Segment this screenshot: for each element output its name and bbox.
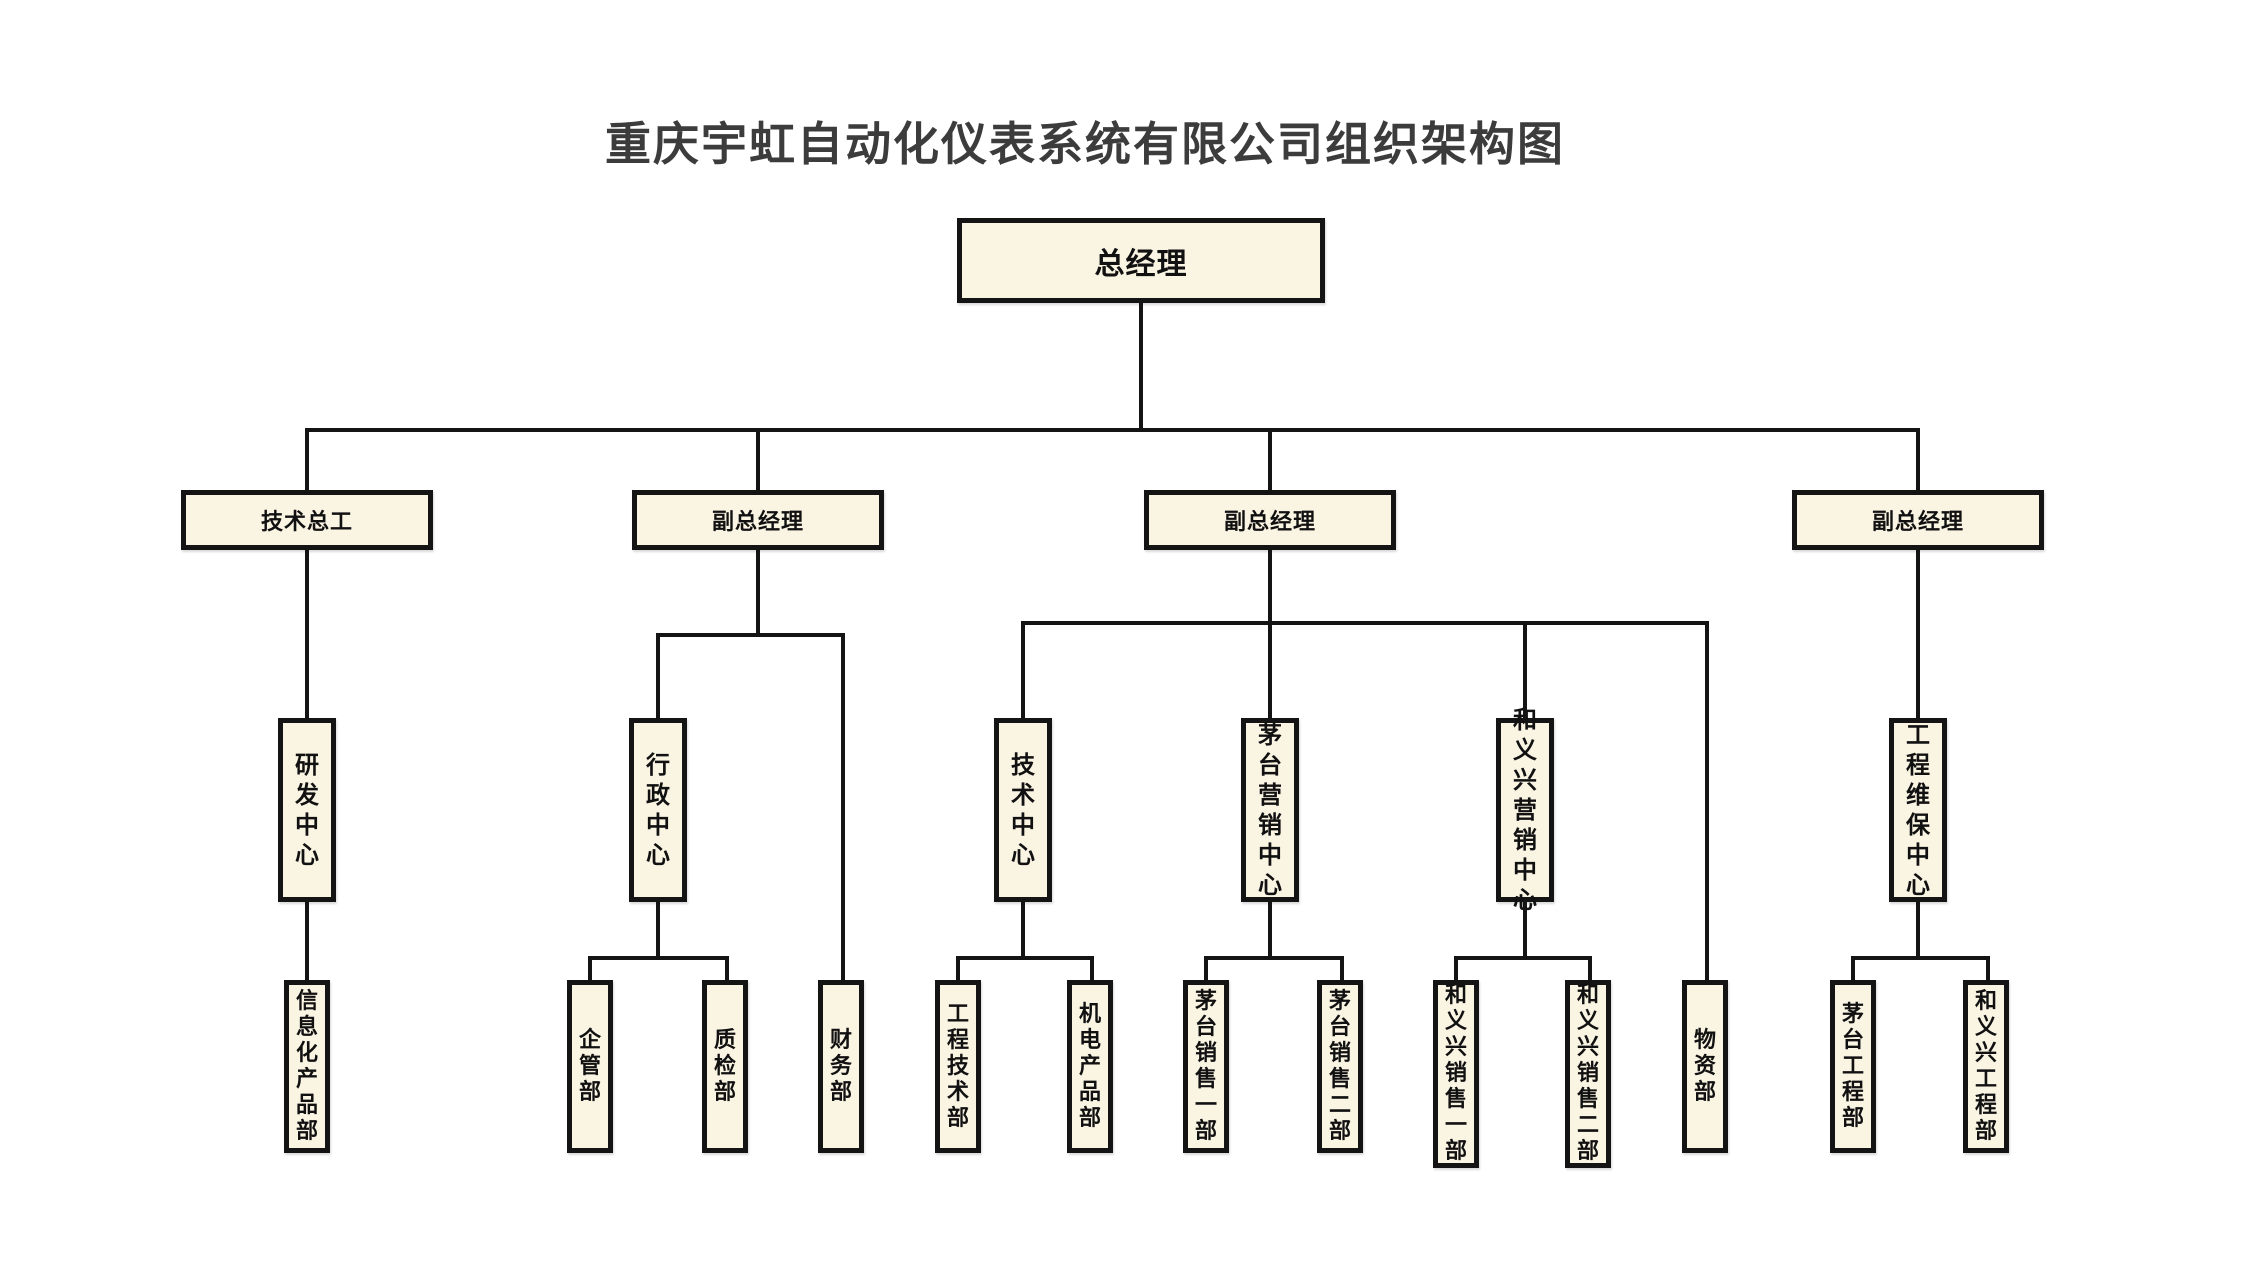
- connector: [1268, 550, 1272, 625]
- node-finance-dept: 财务部: [818, 980, 864, 1153]
- connector: [725, 956, 729, 980]
- node-electromech-product-dept: 机电产品部: [1067, 980, 1113, 1153]
- connector: [1851, 956, 1990, 960]
- connector: [1523, 902, 1527, 960]
- connector: [656, 633, 660, 718]
- connector: [1916, 550, 1920, 718]
- node-label: 副总经理: [711, 510, 804, 535]
- node-label: 茅台销售二部: [1328, 988, 1351, 1144]
- node-maintenance-center: 工程维保中心: [1889, 718, 1947, 902]
- node-label: 总经理: [1094, 246, 1188, 282]
- connector: [756, 550, 760, 637]
- node-label: 行政中心: [646, 751, 670, 869]
- node-label: 和义兴工程部: [1974, 988, 1997, 1144]
- node-deputy-gm-2: 副总经理: [1144, 490, 1396, 550]
- node-label: 和义兴营销中心: [1513, 706, 1537, 914]
- node-maotai-sales-dept-1: 茅台销售一部: [1183, 980, 1229, 1153]
- connector: [956, 956, 960, 980]
- node-info-product-dept: 信息化产品部: [284, 980, 330, 1153]
- connector: [1021, 902, 1025, 960]
- connector: [1268, 902, 1272, 960]
- connector: [305, 428, 1920, 432]
- connector: [841, 633, 845, 980]
- node-label: 质检部: [713, 1027, 736, 1105]
- connector: [1454, 956, 1592, 960]
- connector: [1454, 956, 1458, 980]
- node-label: 工程技术部: [946, 1001, 969, 1131]
- connector: [656, 902, 660, 960]
- connector: [305, 902, 309, 980]
- node-chief-engineer: 技术总工: [181, 490, 433, 550]
- node-heyixing-sales-dept-2: 和义兴销售二部: [1565, 980, 1611, 1168]
- connector: [588, 956, 729, 960]
- node-label: 技术总工: [260, 510, 353, 535]
- connector: [305, 428, 309, 490]
- connector: [588, 956, 592, 980]
- node-admin-center: 行政中心: [629, 718, 687, 902]
- node-maotai-sales-dept-2: 茅台销售二部: [1317, 980, 1363, 1153]
- node-label: 副总经理: [1223, 510, 1316, 535]
- node-label: 茅台营销中心: [1258, 721, 1282, 899]
- node-label: 研发中心: [295, 751, 319, 869]
- node-label: 副总经理: [1871, 510, 1964, 535]
- node-tech-center: 技术中心: [994, 718, 1052, 902]
- connector: [1340, 956, 1344, 980]
- connector: [1268, 621, 1272, 718]
- connector: [1090, 956, 1094, 980]
- node-label: 物资部: [1693, 1027, 1716, 1105]
- node-label: 工程维保中心: [1906, 721, 1930, 899]
- connector: [1916, 902, 1920, 960]
- connector: [305, 550, 309, 718]
- node-engineering-tech-dept: 工程技术部: [935, 980, 981, 1153]
- node-label: 茅台工程部: [1841, 1001, 1864, 1131]
- connector: [1021, 621, 1025, 718]
- node-heyixing-marketing-center: 和义兴营销中心: [1496, 706, 1554, 914]
- connector: [1986, 956, 1990, 980]
- connector: [1204, 956, 1208, 980]
- node-label: 技术中心: [1011, 751, 1035, 869]
- connector: [1268, 428, 1272, 490]
- node-heyixing-engineering-dept: 和义兴工程部: [1963, 980, 2009, 1153]
- node-maotai-marketing-center: 茅台营销中心: [1241, 718, 1299, 902]
- connector: [756, 428, 760, 490]
- node-materials-dept: 物资部: [1682, 980, 1728, 1153]
- node-label: 企管部: [578, 1027, 601, 1105]
- connector: [1139, 303, 1143, 432]
- node-maotai-engineering-dept: 茅台工程部: [1830, 980, 1876, 1153]
- node-heyixing-sales-dept-1: 和义兴销售一部: [1433, 980, 1479, 1168]
- connector: [1916, 428, 1920, 490]
- node-deputy-gm-3: 副总经理: [1792, 490, 2044, 550]
- connector: [956, 956, 1094, 960]
- node-label: 机电产品部: [1078, 1001, 1101, 1131]
- node-label: 财务部: [829, 1027, 852, 1105]
- connector: [656, 633, 845, 637]
- connector: [1204, 956, 1344, 960]
- connector: [1851, 956, 1855, 980]
- node-label: 茅台销售一部: [1194, 988, 1217, 1144]
- connector: [1523, 621, 1527, 718]
- node-label: 和义兴销售二部: [1576, 983, 1599, 1164]
- node-general-manager: 总经理: [957, 218, 1325, 303]
- node-deputy-gm-1: 副总经理: [632, 490, 884, 550]
- node-enterprise-mgmt-dept: 企管部: [567, 980, 613, 1153]
- connector: [1021, 621, 1709, 625]
- node-quality-dept: 质检部: [702, 980, 748, 1153]
- connector: [1588, 956, 1592, 980]
- node-label: 信息化产品部: [295, 988, 318, 1144]
- node-rnd-center: 研发中心: [278, 718, 336, 902]
- chart-title: 重庆宇虹自动化仪表系统有限公司组织架构图: [605, 117, 1565, 171]
- connector: [1705, 621, 1709, 980]
- node-label: 和义兴销售一部: [1444, 983, 1467, 1164]
